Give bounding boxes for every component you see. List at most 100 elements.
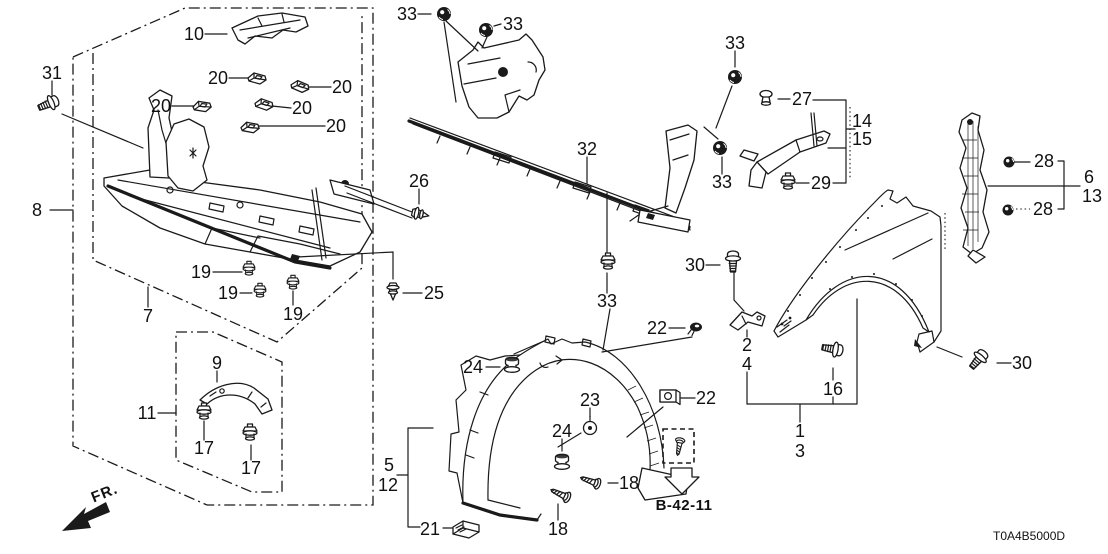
part-callout-28: 28 xyxy=(1032,199,1054,219)
part-callout-18: 18 xyxy=(547,519,569,539)
down-arrow-icon xyxy=(664,467,700,495)
part-callout-1: 1 xyxy=(794,421,806,441)
screw-18 xyxy=(578,471,603,491)
part-callout-12: 12 xyxy=(377,475,399,495)
diagram-code: T0A4B5000D xyxy=(993,529,1066,543)
part-callout-20: 20 xyxy=(291,98,313,118)
part-callout-14: 14 xyxy=(851,111,873,131)
part-callout-22: 22 xyxy=(695,388,717,408)
clip-20 xyxy=(240,120,261,135)
part-callout-24: 24 xyxy=(462,357,484,377)
splash-shield-32 xyxy=(407,33,698,233)
part-callout-19: 19 xyxy=(190,262,212,282)
part-callout-13: 13 xyxy=(1081,186,1103,206)
washer-23 xyxy=(582,415,598,436)
part-callout-33: 33 xyxy=(502,14,524,34)
part-callout-29: 29 xyxy=(810,173,832,193)
part-callout-32: 32 xyxy=(576,139,598,159)
clip-17 xyxy=(196,402,212,420)
part-callout-28: 28 xyxy=(1033,151,1055,171)
grommet-33 xyxy=(727,69,743,85)
bracket-2-4 xyxy=(729,311,766,331)
part-callout-20: 20 xyxy=(331,77,353,97)
clip-33 xyxy=(600,252,616,270)
bracket-9 xyxy=(199,382,273,415)
screw-grommet-22 xyxy=(687,321,703,337)
screw-18 xyxy=(547,484,573,505)
part-callout-22: 22 xyxy=(646,318,668,338)
stay-14-15 xyxy=(739,112,831,189)
clip-20 xyxy=(191,99,213,114)
cover-lid-10 xyxy=(231,12,309,45)
part-callout-24: 24 xyxy=(551,421,573,441)
part-callout-26: 26 xyxy=(408,171,430,191)
engine-under-cover xyxy=(103,89,375,270)
clip-19 xyxy=(242,260,256,276)
nut-28 xyxy=(1002,204,1014,216)
part-callout-19: 19 xyxy=(282,304,304,324)
part-callout-19: 19 xyxy=(217,283,239,303)
part-callout-17: 17 xyxy=(240,458,262,478)
part-callout-33: 33 xyxy=(396,4,418,24)
clip-27 xyxy=(759,89,773,106)
part-callout-20: 20 xyxy=(150,96,172,116)
front-fender-1-3 xyxy=(773,189,946,353)
part-callout-20: 20 xyxy=(207,68,229,88)
group-box-bracket-9 xyxy=(175,331,283,493)
clip-20 xyxy=(253,97,274,112)
clip-20 xyxy=(289,79,311,94)
part-callout-20: 20 xyxy=(325,116,347,136)
screw-reference xyxy=(672,436,686,457)
part-callout-4: 4 xyxy=(741,354,753,374)
clip-19 xyxy=(253,282,267,298)
reference-box-b-42-11 xyxy=(662,428,700,495)
bolt-31 xyxy=(35,92,62,116)
bolt-30 xyxy=(724,250,742,273)
part-callout-33: 33 xyxy=(596,291,618,311)
leader-lines xyxy=(49,13,1081,529)
grommet-24 xyxy=(503,355,521,373)
part-callout-30: 30 xyxy=(684,255,706,275)
part-callout-25: 25 xyxy=(423,283,445,303)
grommet-33 xyxy=(436,6,452,22)
part-callout-31: 31 xyxy=(41,63,63,83)
clip-22 xyxy=(659,389,681,406)
part-callout-30: 30 xyxy=(1011,353,1033,373)
part-callout-11: 11 xyxy=(137,403,157,423)
bolt-16 xyxy=(820,339,845,359)
part-callout-8: 8 xyxy=(31,200,43,220)
part-callout-16: 16 xyxy=(822,379,844,399)
reference-code-label: B-42-11 xyxy=(655,497,713,514)
grommet-24 xyxy=(553,452,571,470)
grommet-33 xyxy=(712,140,728,156)
garnish-6-13 xyxy=(958,112,990,264)
part-callout-5: 5 xyxy=(383,455,395,475)
bolt-30 xyxy=(965,346,992,374)
part-callout-2: 2 xyxy=(741,335,753,355)
part-callout-15: 15 xyxy=(851,129,873,149)
part-callout-18: 18 xyxy=(618,473,640,493)
part-callout-10: 10 xyxy=(183,24,205,44)
clip-20 xyxy=(247,72,267,85)
front-direction-arrow-icon xyxy=(62,502,110,531)
part-callout-33: 33 xyxy=(711,172,733,192)
clip-25 xyxy=(386,282,400,301)
grommet-33 xyxy=(478,22,494,38)
clip-26 xyxy=(410,205,431,223)
nut-28 xyxy=(1003,156,1015,168)
part-callout-21: 21 xyxy=(419,519,441,539)
clip-17 xyxy=(242,423,258,441)
fender-hole-marks xyxy=(787,205,923,317)
part-callout-27: 27 xyxy=(791,89,813,109)
group-box-undercover xyxy=(72,7,374,506)
part-callout-9: 9 xyxy=(211,353,223,373)
part-callout-33: 33 xyxy=(724,33,746,53)
part-callout-17: 17 xyxy=(193,438,215,458)
part-callout-23: 23 xyxy=(579,390,601,410)
clip-29 xyxy=(780,172,796,190)
clip-19 xyxy=(286,274,300,290)
part-callout-6: 6 xyxy=(1083,167,1095,187)
clip-21 xyxy=(452,520,480,539)
